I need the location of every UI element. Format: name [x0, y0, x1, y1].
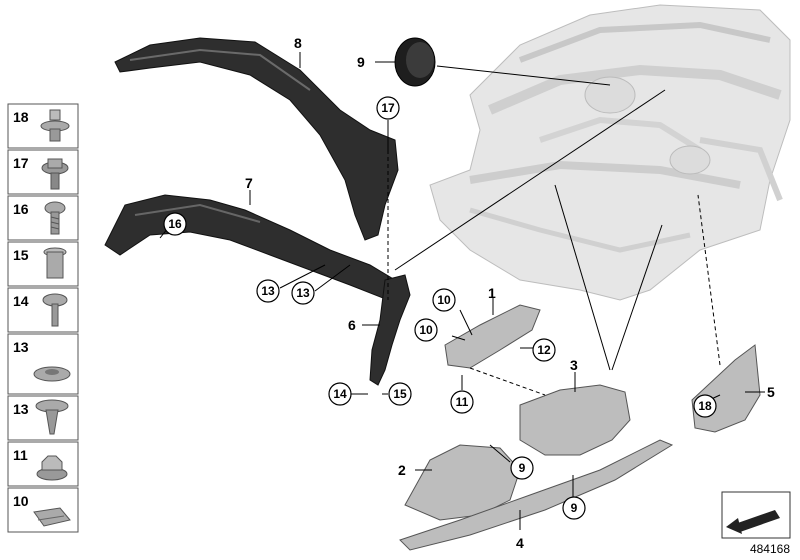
callout-numbers: 8 9 7 6 1 3 2 4 5 — [245, 35, 775, 551]
callout-3: 3 — [570, 357, 578, 373]
part-6-strut[interactable] — [369, 274, 411, 386]
svg-text:10: 10 — [419, 323, 433, 337]
svg-text:10: 10 — [437, 293, 451, 307]
direction-symbol — [721, 491, 791, 539]
callout-6: 6 — [348, 317, 356, 333]
push-rivet-icon — [40, 109, 70, 142]
callout-13a: 13 — [256, 279, 280, 303]
callout-8: 8 — [294, 35, 302, 51]
legend-row: 16 — [7, 195, 79, 241]
callout-9-top: 9 — [357, 54, 365, 70]
hex-collar-screw-icon — [41, 158, 69, 190]
plastic-screw-icon — [35, 399, 69, 435]
expanding-nut-icon — [43, 247, 67, 279]
svg-text:17: 17 — [381, 101, 395, 115]
callout-15: 15 — [388, 382, 412, 406]
pan-head-screw-icon — [42, 293, 68, 327]
svg-text:13: 13 — [13, 339, 29, 355]
callout-5: 5 — [767, 384, 775, 400]
svg-text:11: 11 — [13, 447, 28, 463]
svg-text:16: 16 — [168, 217, 182, 231]
svg-text:13: 13 — [13, 401, 29, 417]
callout-11: 11 — [450, 390, 474, 414]
callout-10a: 10 — [432, 288, 456, 312]
legend-row: 18 — [7, 103, 79, 149]
svg-text:13: 13 — [296, 286, 310, 300]
fastener-legend: 18 17 16 — [7, 103, 79, 533]
part-7-bracket[interactable] — [104, 194, 396, 301]
legend-row: 10 — [7, 487, 79, 533]
flat-nut-icon — [33, 366, 71, 382]
part-5-bracket[interactable] — [691, 344, 761, 433]
svg-text:17: 17 — [13, 155, 29, 171]
part-8-support-bracket[interactable] — [114, 37, 399, 241]
svg-text:14: 14 — [13, 293, 29, 309]
callout-10b: 10 — [414, 318, 438, 342]
legend-row: 15 — [7, 241, 79, 287]
diagram-number: 484168 — [750, 542, 790, 556]
svg-text:14: 14 — [333, 387, 347, 401]
callout-9b: 9 — [562, 496, 586, 520]
svg-text:18: 18 — [13, 109, 29, 125]
svg-text:10: 10 — [13, 493, 29, 509]
legend-row: 17 — [7, 149, 79, 195]
part-3-shield[interactable] — [519, 384, 631, 456]
vehicle-front-structure — [429, 4, 791, 301]
callout-17: 17 — [376, 96, 400, 120]
hex-nut-icon — [36, 455, 68, 481]
torx-screw-icon — [44, 201, 66, 235]
callout-13b: 13 — [291, 281, 315, 305]
part-9-cap[interactable] — [394, 37, 436, 87]
callout-4: 4 — [516, 535, 524, 551]
svg-text:15: 15 — [13, 247, 29, 263]
svg-text:11: 11 — [456, 395, 469, 409]
svg-text:9: 9 — [571, 501, 578, 515]
callout-9a: 9 — [510, 456, 534, 480]
legend-row: 14 — [7, 287, 79, 333]
callout-14: 14 — [328, 382, 352, 406]
legend-row: 13 — [7, 333, 79, 395]
callout-18: 18 — [693, 394, 717, 418]
part-1-bracket[interactable] — [444, 304, 541, 369]
svg-text:15: 15 — [393, 387, 407, 401]
callout-16: 16 — [163, 212, 187, 236]
legend-row: 13 — [7, 395, 79, 441]
svg-text:13: 13 — [261, 284, 275, 298]
part-4-strip[interactable] — [399, 439, 674, 551]
callout-2: 2 — [398, 462, 406, 478]
svg-text:18: 18 — [698, 399, 712, 413]
callout-12: 12 — [532, 338, 556, 362]
spring-nut-icon — [33, 507, 71, 527]
callout-7: 7 — [245, 175, 253, 191]
svg-text:12: 12 — [537, 343, 551, 357]
callout-1: 1 — [488, 285, 496, 301]
svg-text:16: 16 — [13, 201, 29, 217]
legend-row: 11 — [7, 441, 79, 487]
svg-text:9: 9 — [519, 461, 526, 475]
